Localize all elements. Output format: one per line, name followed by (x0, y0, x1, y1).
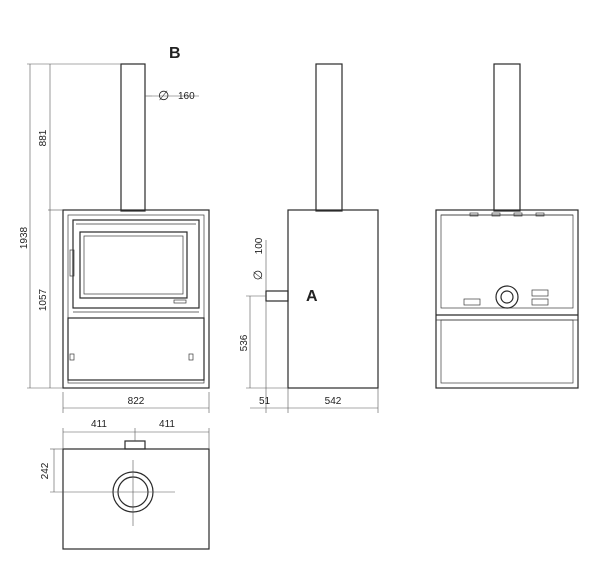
dim-depth: 542 (325, 396, 342, 407)
dim-total-height: 1938 (19, 226, 30, 249)
diameter-symbol-a: ∅ (251, 270, 265, 280)
dim-rear-offset: 51 (259, 396, 271, 407)
front-view: B ∅ 160 1938 881 1057 8 (19, 45, 210, 413)
dim-outlet-diameter: 100 (254, 237, 265, 254)
side-rear-outlet (265, 290, 289, 302)
side-flue-pipe (315, 63, 343, 212)
front-stove-body (62, 209, 210, 389)
rear-view (435, 63, 579, 389)
front-inner-frame (67, 214, 205, 384)
rear-tab-3 (513, 212, 523, 217)
front-door-frame (72, 219, 200, 309)
dim-half-width-right: 411 (159, 419, 175, 430)
rear-vent-left (463, 298, 481, 306)
dim-flue-diameter: 160 (178, 91, 195, 102)
front-glass-window (79, 231, 188, 299)
side-stove-body (287, 209, 379, 389)
view-label-a: A (306, 288, 318, 305)
dim-top-depth: 242 (40, 462, 51, 479)
rear-vent-right-bottom (531, 298, 549, 306)
top-view: 411 411 242 (40, 419, 210, 550)
dim-front-width: 822 (128, 396, 145, 407)
rear-lower-panel (440, 319, 574, 384)
front-log-store (67, 317, 205, 381)
view-label-b: B (169, 45, 181, 62)
diameter-symbol-b: ∅ (158, 88, 169, 103)
dim-flue-height: 881 (38, 129, 49, 146)
side-view: A ∅ 100 536 51 542 (239, 63, 379, 413)
front-flue-pipe (120, 63, 146, 212)
rear-tab-2 (491, 212, 501, 217)
top-rear-outlet (124, 440, 146, 450)
rear-flue-pipe (493, 63, 521, 212)
rear-outlet-cover (495, 285, 519, 309)
dim-stove-height: 1057 (38, 288, 49, 311)
rear-outlet-inner (500, 290, 514, 304)
rear-upper-panel (440, 214, 574, 309)
front-ash-control (173, 299, 187, 304)
front-log-store-clip-right (188, 353, 194, 361)
dim-outlet-height: 536 (239, 334, 250, 351)
front-glass-inner (83, 235, 184, 295)
rear-vent-right-top (531, 289, 549, 297)
rear-tab-1 (469, 212, 479, 217)
rear-tab-4 (535, 212, 545, 217)
top-body-outline (62, 448, 210, 550)
front-door-hinge (69, 249, 75, 277)
dim-half-width-left: 411 (91, 419, 107, 430)
rear-stove-body (435, 209, 579, 389)
front-log-store-clip-left (69, 353, 75, 361)
